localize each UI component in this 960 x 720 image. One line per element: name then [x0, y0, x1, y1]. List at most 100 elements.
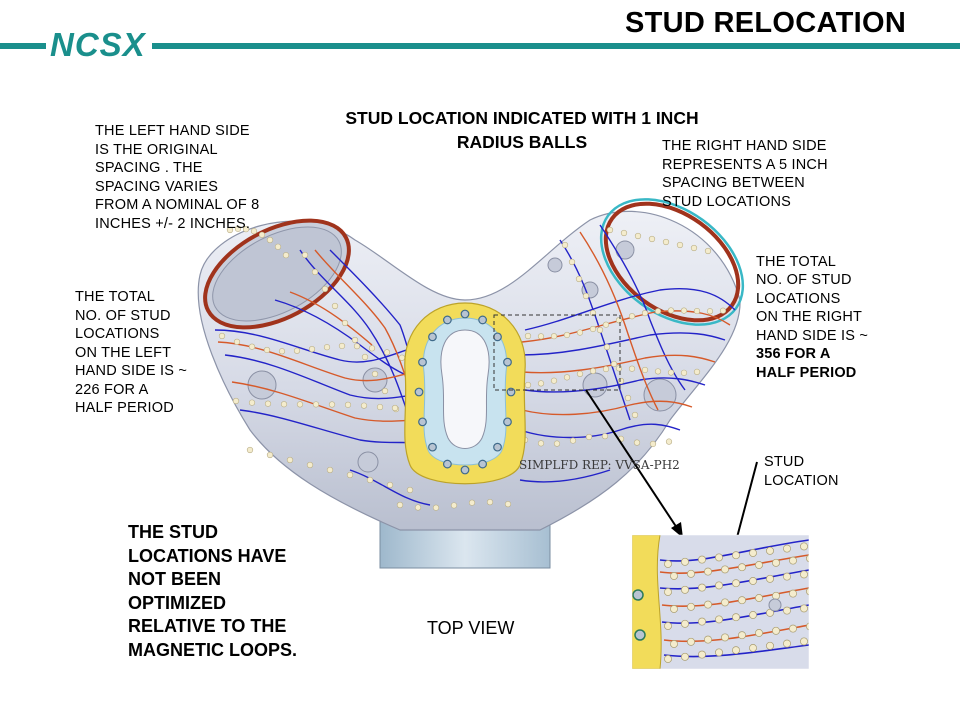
- stud-ball: [234, 225, 242, 232]
- stud-ball: [783, 606, 791, 615]
- stud-ball: [328, 401, 336, 408]
- stud-ball: [615, 365, 623, 372]
- note-left-total-studs: THE TOTAL NO. OF STUD LOCATIONS ON THE L…: [75, 289, 187, 416]
- stud-ball: [721, 598, 729, 607]
- stud-ball: [381, 387, 389, 395]
- stud-ball: [368, 345, 376, 352]
- stud-ball: [783, 544, 791, 553]
- stud-ball: [312, 401, 320, 408]
- stud-ball: [286, 456, 294, 464]
- stud-ball: [749, 577, 757, 585]
- stud-ball: [628, 365, 636, 372]
- stud-ball: [563, 374, 571, 381]
- stud-ball: [772, 558, 780, 567]
- stud-ball: [715, 615, 723, 624]
- stud-ball: [506, 387, 516, 397]
- stud-ball: [553, 440, 561, 447]
- stud-ball: [311, 268, 319, 276]
- slide-title: STUD RELOCATION: [625, 7, 907, 39]
- stud-ball: [383, 349, 391, 356]
- stud-ball: [649, 440, 657, 448]
- stud-ball: [687, 637, 695, 646]
- stud-ball: [250, 228, 258, 235]
- stud-ball: [800, 604, 808, 613]
- stud-ball: [550, 333, 558, 340]
- stud-ball: [772, 591, 780, 600]
- stud-ball: [693, 307, 701, 315]
- stud-ball: [418, 357, 427, 367]
- stud-ball: [341, 319, 349, 327]
- stud-ball: [667, 307, 675, 314]
- stud-ball: [301, 251, 309, 259]
- stud-ball: [274, 243, 282, 250]
- stud-balls: [218, 225, 727, 511]
- stud-ball: [670, 572, 678, 580]
- stud-ball: [715, 648, 723, 657]
- stud-ball: [806, 587, 809, 596]
- note-right-total-text: THE TOTAL NO. OF STUD LOCATIONS ON THE R…: [756, 253, 868, 344]
- stud-ball: [698, 555, 706, 564]
- stud-ball: [442, 459, 452, 469]
- stud-ball: [493, 442, 502, 452]
- stud-ball: [654, 308, 662, 315]
- stud-ball: [346, 471, 354, 479]
- stud-ball: [589, 367, 597, 375]
- stud-ball: [478, 459, 488, 469]
- note-not-optimized: THE STUD LOCATIONS HAVE NOT BEEN OPTIMIZ…: [128, 522, 298, 660]
- stud-ball: [800, 570, 808, 579]
- model-representation-label: SIMPLFD REP: VVSA-PH2: [519, 458, 680, 472]
- stud-ball: [698, 583, 706, 592]
- stud-ball: [738, 631, 746, 640]
- stud-ball: [687, 569, 695, 578]
- stud-ball: [242, 226, 250, 233]
- stud-ball: [353, 343, 361, 350]
- stud-ball: [633, 439, 641, 446]
- note-left-original-spacing: THE LEFT HAND SIDE IS THE ORIGINAL SPACI…: [95, 123, 260, 232]
- stud-ball: [248, 399, 256, 406]
- stud-ball: [704, 567, 712, 576]
- stud-ball: [351, 336, 359, 344]
- stud-ball: [732, 613, 740, 622]
- stud-ball: [602, 365, 610, 373]
- stud-ball: [617, 377, 625, 385]
- stud-ball: [460, 465, 470, 475]
- stud-ball: [680, 369, 688, 376]
- stud-ball: [442, 315, 452, 325]
- stud-ball: [537, 333, 545, 340]
- stud-ball: [766, 546, 774, 555]
- stud-ball: [772, 626, 780, 635]
- stud-ball: [615, 317, 623, 324]
- stud-ball: [634, 232, 642, 240]
- stud-ball: [641, 310, 649, 317]
- stud-ball: [664, 622, 672, 630]
- stud-ball: [766, 641, 774, 650]
- flange-opening: [440, 329, 490, 449]
- stud-ball: [719, 307, 727, 314]
- stud-ball: [575, 275, 583, 283]
- stud-ball: [648, 235, 656, 243]
- stud-ball: [282, 252, 290, 259]
- stud-ball: [628, 313, 636, 320]
- stud-ball: [670, 605, 678, 613]
- stud-ball: [398, 354, 406, 361]
- stud-ball: [450, 502, 458, 509]
- stud-ball: [806, 554, 809, 563]
- stud-ball: [603, 343, 611, 351]
- stud-ball: [667, 369, 675, 376]
- inset-detail: [632, 535, 809, 669]
- stud-ball: [665, 438, 673, 445]
- stud-ball: [681, 557, 689, 566]
- stud-ball: [326, 466, 334, 474]
- stud-ball: [664, 560, 672, 568]
- arrow-to-inset-left: [585, 389, 678, 529]
- stud-ball: [569, 437, 577, 444]
- stud-ball: [783, 572, 791, 581]
- stud-ball: [263, 346, 271, 354]
- stud-ball: [478, 315, 488, 325]
- stud-ball: [755, 594, 763, 602]
- stud-ball: [418, 417, 427, 427]
- stud-ball: [503, 417, 512, 427]
- stud-ball: [428, 332, 437, 342]
- right-port-rim: [603, 201, 741, 323]
- stud-ball: [732, 646, 740, 655]
